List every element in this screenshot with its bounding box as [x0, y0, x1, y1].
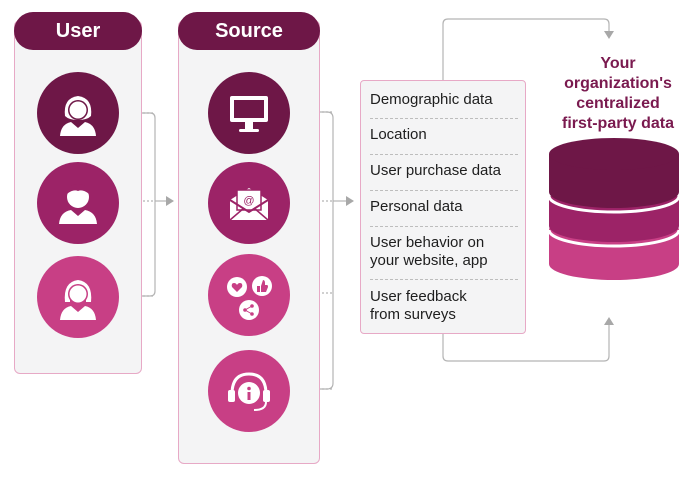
data-types-list: Demographic data Location User purchase … — [360, 80, 526, 334]
destination-title: Your organization's centralized first-pa… — [561, 55, 675, 132]
list-divider — [370, 279, 518, 280]
list-item: Demographic data — [370, 91, 493, 108]
customer-support-icon — [208, 350, 290, 432]
database-icon — [547, 138, 681, 280]
email-envelope-icon: @ — [208, 162, 290, 244]
user-panel-header: User — [14, 12, 142, 50]
list-divider — [370, 226, 518, 227]
list-divider — [370, 118, 518, 119]
list-divider — [370, 154, 518, 155]
male-user-icon — [37, 162, 119, 244]
female-user-icon — [37, 72, 119, 154]
female-user-icon — [37, 256, 119, 338]
source-panel-header: Source — [178, 12, 320, 50]
list-item: Location — [370, 126, 427, 143]
desktop-monitor-icon — [208, 72, 290, 154]
list-item: User purchase data — [370, 162, 501, 179]
list-divider — [370, 190, 518, 191]
svg-text:@: @ — [243, 195, 254, 207]
list-item: Personal data — [370, 198, 463, 215]
social-media-icon — [208, 254, 290, 336]
